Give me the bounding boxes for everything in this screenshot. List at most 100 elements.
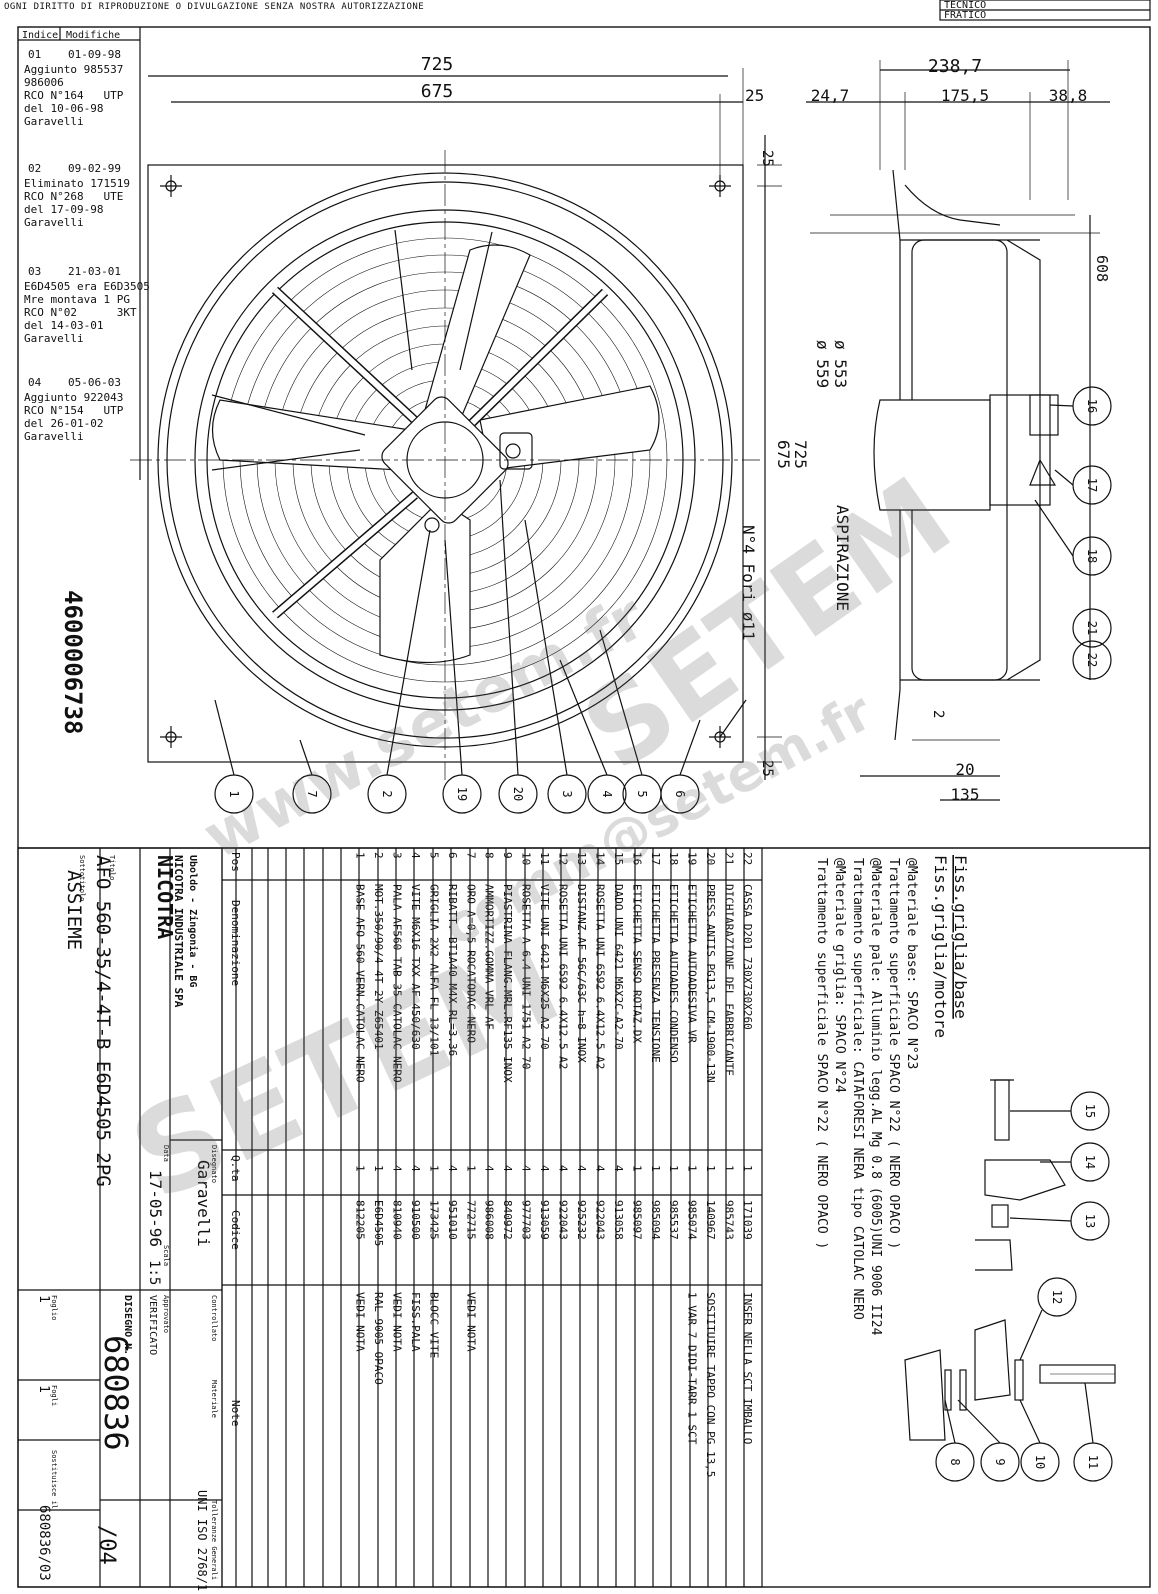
- note-3: Trattamento superficiale: CATAFORESI NER…: [850, 858, 865, 1320]
- bom-cell-pos: 5: [427, 852, 440, 859]
- bom-cell-qty: 4: [520, 1165, 533, 1172]
- bom-cell-pos: 2: [372, 852, 385, 859]
- bom-cell-note: BLOCC VITE: [427, 1292, 440, 1358]
- company-full: NICOTRA INDUSTRIALE SPA: [172, 855, 185, 1008]
- bom-cell-name: ORO A=0,5 ROCATODAC NERO: [464, 884, 477, 1043]
- bom-cell-code: 985074: [686, 1200, 699, 1240]
- revision-line: del 10-06-98: [24, 102, 104, 115]
- bom-cell-note: INSER NELLA SCT IMBALLO: [741, 1292, 754, 1444]
- bom-cell-qty: 1: [704, 1165, 717, 1172]
- bom-cell-name: ROSETTA UNI 6592 6.4X12.5 A2: [557, 884, 570, 1069]
- dim-dia-553: ø 553: [831, 340, 850, 388]
- drawing-no-caption: DISEGNO N.: [122, 1295, 133, 1355]
- bom-cell-pos: 8: [483, 852, 496, 859]
- revision-line: Mre montava 1 PG: [24, 293, 130, 306]
- bom-cell-pos: 14: [593, 852, 606, 866]
- revision-date: 09-02-99: [68, 162, 121, 175]
- bom-cell-qty: 4: [557, 1165, 570, 1172]
- bom-cell-code: 985094: [649, 1200, 662, 1240]
- note-2: @Materiale pale: Alluminio legg.AL Mg 0.…: [868, 858, 883, 1336]
- sheets-caption: Fogli: [50, 1385, 58, 1406]
- bom-cell-pos: 1: [354, 852, 367, 859]
- balloon-8: 8: [948, 1458, 962, 1465]
- bom-cell-note: VEDI NOTA: [390, 1292, 403, 1352]
- dim-margin-top: 25: [759, 150, 775, 167]
- dim-side-a: 24,7: [811, 86, 850, 105]
- drawing-revision: /04: [94, 1525, 119, 1565]
- bom-cell-pos: 3: [390, 852, 403, 859]
- bom-cell-code: 977703: [520, 1200, 533, 1240]
- airflow-label: ASPIRAZIONE: [833, 505, 852, 611]
- bom-cell-pos: 16: [630, 852, 643, 865]
- revision-header-changes: Modifiche: [66, 30, 121, 41]
- bom-cell-pos: 12: [557, 852, 570, 865]
- bom-cell-note: VEDI NOTA: [464, 1292, 477, 1352]
- bom-cell-name: DADO UNI 6421 M6X2C-A2-70: [612, 884, 625, 1050]
- revision-line: Garavelli: [24, 115, 84, 128]
- bom-cell-name: DISTANZ.AF 56C/63C h=8 INOX: [575, 884, 588, 1063]
- revision-line: del 26-01-02: [24, 417, 104, 430]
- bom-cell-code: 986008: [483, 1200, 496, 1240]
- dim-hole-spacing: 675: [421, 81, 454, 102]
- balloon-14: 14: [1083, 1155, 1097, 1169]
- balloon-2: 2: [380, 790, 394, 797]
- revision-index: 01: [28, 48, 42, 61]
- revision-line: 986006: [24, 76, 64, 89]
- balloon-1: 1: [227, 790, 241, 797]
- bom-cell-name: ROSETTA UNI 6592 6.4X12.5 A2: [593, 884, 606, 1069]
- bom-cell-code: 913059: [538, 1200, 551, 1240]
- bom-cell-qty: 4: [483, 1165, 496, 1172]
- bom-cell-name: ROSETTA A 6.4 UNI 1751 A2 70: [520, 884, 533, 1069]
- bom-cell-pos: 21: [723, 852, 736, 865]
- tolerance-caption: Tolleranze Generali: [210, 1500, 218, 1580]
- note-4: @Materiale griglia: SPACO N°24: [832, 858, 847, 1093]
- bom-cell-name: RIBATT. BT1A40 M4X RL=3.36: [446, 884, 459, 1056]
- bom-cell-qty: 1: [723, 1165, 736, 1172]
- bom-header-name: Denominazione: [229, 900, 242, 986]
- bom-cell-code: 810940: [390, 1200, 403, 1240]
- bom-cell-name: ETICHETTA AUTOADESIVA VR: [686, 884, 699, 1043]
- bom-header-code: Codice: [229, 1210, 242, 1250]
- copyright-note: OGNI DIRITTO DI RIPRODUZIONE O DIVULGAZI…: [4, 2, 425, 12]
- bom-cell-pos: 20: [704, 852, 717, 865]
- designer-caption: Disegnato: [210, 1145, 218, 1183]
- balloon-7: 7: [305, 790, 319, 797]
- balloon-12: 12: [1050, 1290, 1064, 1304]
- date: 17-05-96: [146, 1170, 165, 1247]
- bom-cell-code: 985743: [723, 1200, 736, 1240]
- bom-cell-pos: 9: [501, 852, 514, 859]
- bom-cell-qty: 1: [427, 1165, 440, 1172]
- revision-date: 05-06-03: [68, 376, 121, 389]
- bom-cell-code: 925232: [575, 1200, 588, 1240]
- drawing-title: AFO 560-35/4-4T-B E6D4505 2PG: [92, 855, 114, 1187]
- approved-caption: Approvato: [162, 1295, 170, 1333]
- bom-cell-pos: 11: [538, 852, 551, 865]
- balloon-13: 13: [1083, 1214, 1097, 1228]
- bom-cell-pos: 4: [409, 852, 422, 859]
- bom-cell-code: 171039: [741, 1200, 754, 1240]
- company-address: Uboldo - Zingonia - BG: [187, 855, 199, 987]
- bom-cell-code: 951010: [446, 1200, 459, 1240]
- bom-cell-pos: 7: [464, 852, 477, 859]
- balloon-6: 6: [673, 790, 687, 797]
- balloon-15: 15: [1083, 1104, 1097, 1118]
- bom-cell-pos: 6: [446, 852, 459, 859]
- revision-line: Garavelli: [24, 332, 84, 345]
- balloon-21: 21: [1085, 621, 1099, 635]
- revision-index: 02: [28, 162, 42, 175]
- bom-cell-qty: 4: [390, 1165, 403, 1172]
- revision-line: Aggiunto 922043: [24, 391, 124, 404]
- replaces-caption: Sostituisce il: [50, 1450, 58, 1509]
- dim-dia-559: ø 559: [813, 340, 832, 388]
- bom-cell-code: 985537: [667, 1200, 680, 1240]
- balloon-10: 10: [1033, 1455, 1047, 1469]
- bom-cell-code: 910500: [409, 1200, 422, 1240]
- bom-cell-qty: 1: [464, 1165, 477, 1172]
- revision-index: 03: [28, 265, 42, 278]
- bom-cell-note: SOSTITUIRE TAPPO CON PG 13,5: [704, 1292, 717, 1477]
- bom-cell-pos: 22: [741, 852, 754, 865]
- revision-line: E6D4505 era E6D3505: [24, 280, 150, 293]
- bom-cell-name: CASSA D201 730X730X260: [741, 884, 754, 1030]
